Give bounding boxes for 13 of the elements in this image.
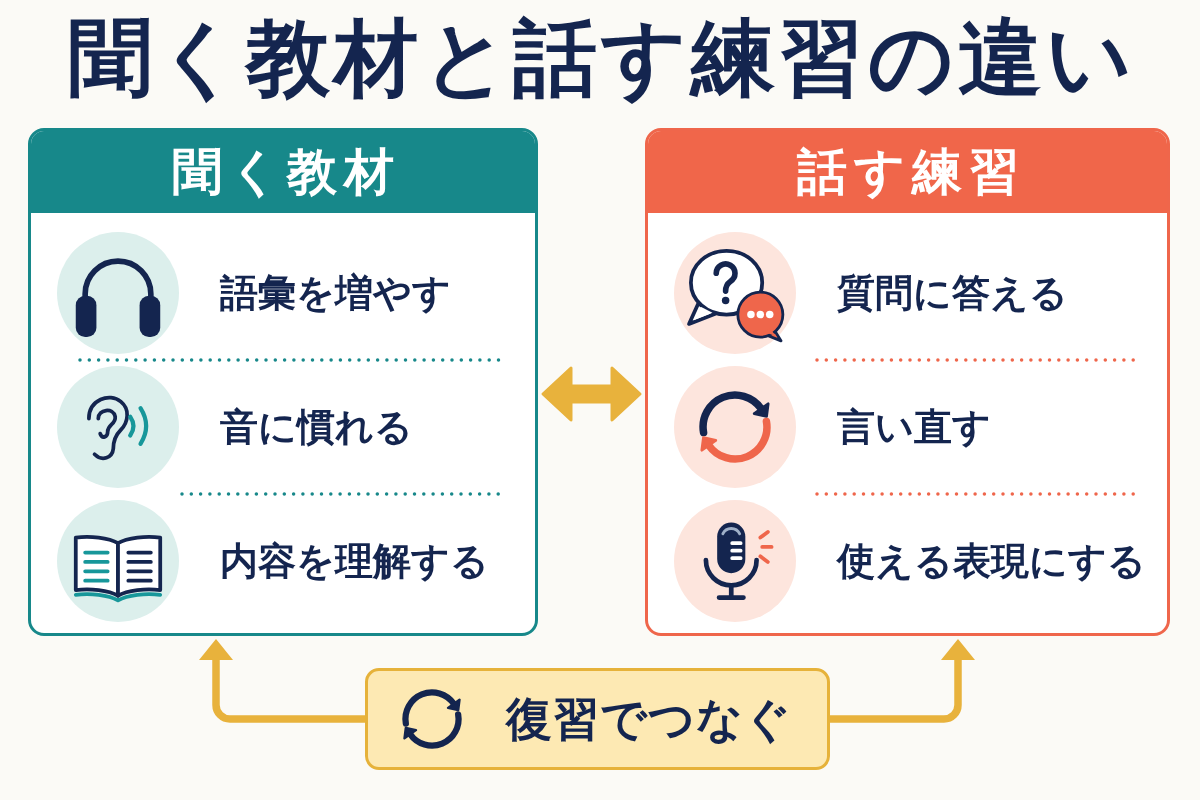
list-item-text: 語彙を増やす — [220, 274, 451, 312]
panel — [28, 128, 538, 636]
list-item-text: 使える表現にする — [837, 542, 1146, 580]
panel-heading: 話す練習 — [795, 147, 1026, 197]
callout-text: 復習でつなぐ — [506, 696, 792, 742]
panel-heading: 聞く教材 — [171, 147, 401, 197]
list-item-text: 質問に答える — [837, 274, 1068, 312]
callout-box — [365, 668, 830, 770]
list-item-text: 音に慣れる — [220, 408, 413, 446]
list-item-text: 言い直す — [837, 408, 991, 446]
panel — [645, 128, 1170, 636]
double-arrow — [541, 366, 642, 422]
list-item-text: 内容を理解する — [220, 542, 489, 580]
